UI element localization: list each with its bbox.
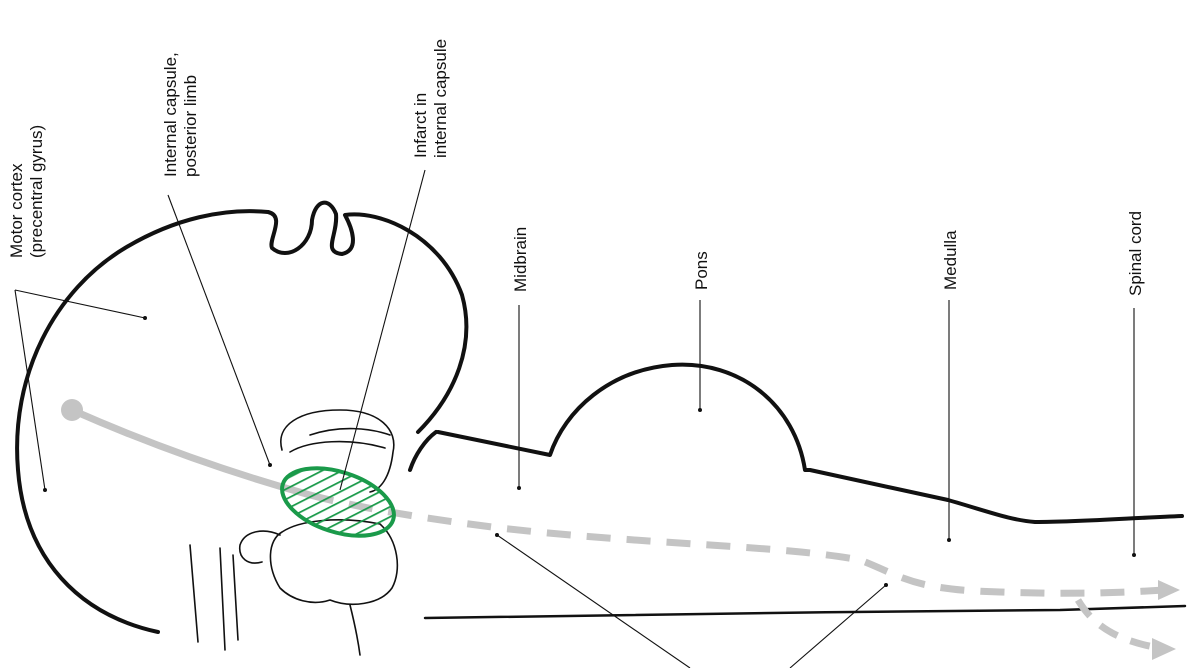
- brainstem-dorsal-outline: [438, 365, 1182, 522]
- label-motor-cortex-line2: (precentral gyrus): [27, 125, 46, 258]
- label-motor-cortex-line1: Motor cortex: [7, 163, 26, 258]
- caudate-small-structure: [240, 531, 280, 563]
- label-spinal-cord: Spinal cord: [1126, 211, 1145, 296]
- label-midbrain: Midbrain: [511, 227, 530, 292]
- corticospinal-tract-dashed: [310, 495, 1165, 593]
- frontal-lobe-edge: [410, 432, 436, 470]
- infarct-region: [274, 456, 403, 549]
- label-infarct-line2: internal capsule: [431, 39, 450, 158]
- leader-end-dots: [43, 316, 1136, 587]
- cerebral-hemisphere-outline: [17, 211, 268, 632]
- brainstem-ventral-outline: [425, 606, 1185, 618]
- label-internal-capsule-line2: posterior limb: [181, 75, 200, 177]
- leader-lines: [15, 170, 1134, 668]
- label-medulla: Medulla: [941, 230, 960, 290]
- central-sulcus-outline: [268, 203, 466, 432]
- tract-arrowhead-upper: [1158, 580, 1180, 600]
- internal-fibers: [190, 545, 360, 655]
- label-pons: Pons: [692, 251, 711, 290]
- label-internal-capsule-line1: Internal capsule,: [161, 52, 180, 177]
- label-infarct-line1: Infarct in: [411, 93, 430, 158]
- corticospinal-tract-solid: [72, 410, 310, 495]
- tract-arrowhead-lower: [1152, 638, 1176, 660]
